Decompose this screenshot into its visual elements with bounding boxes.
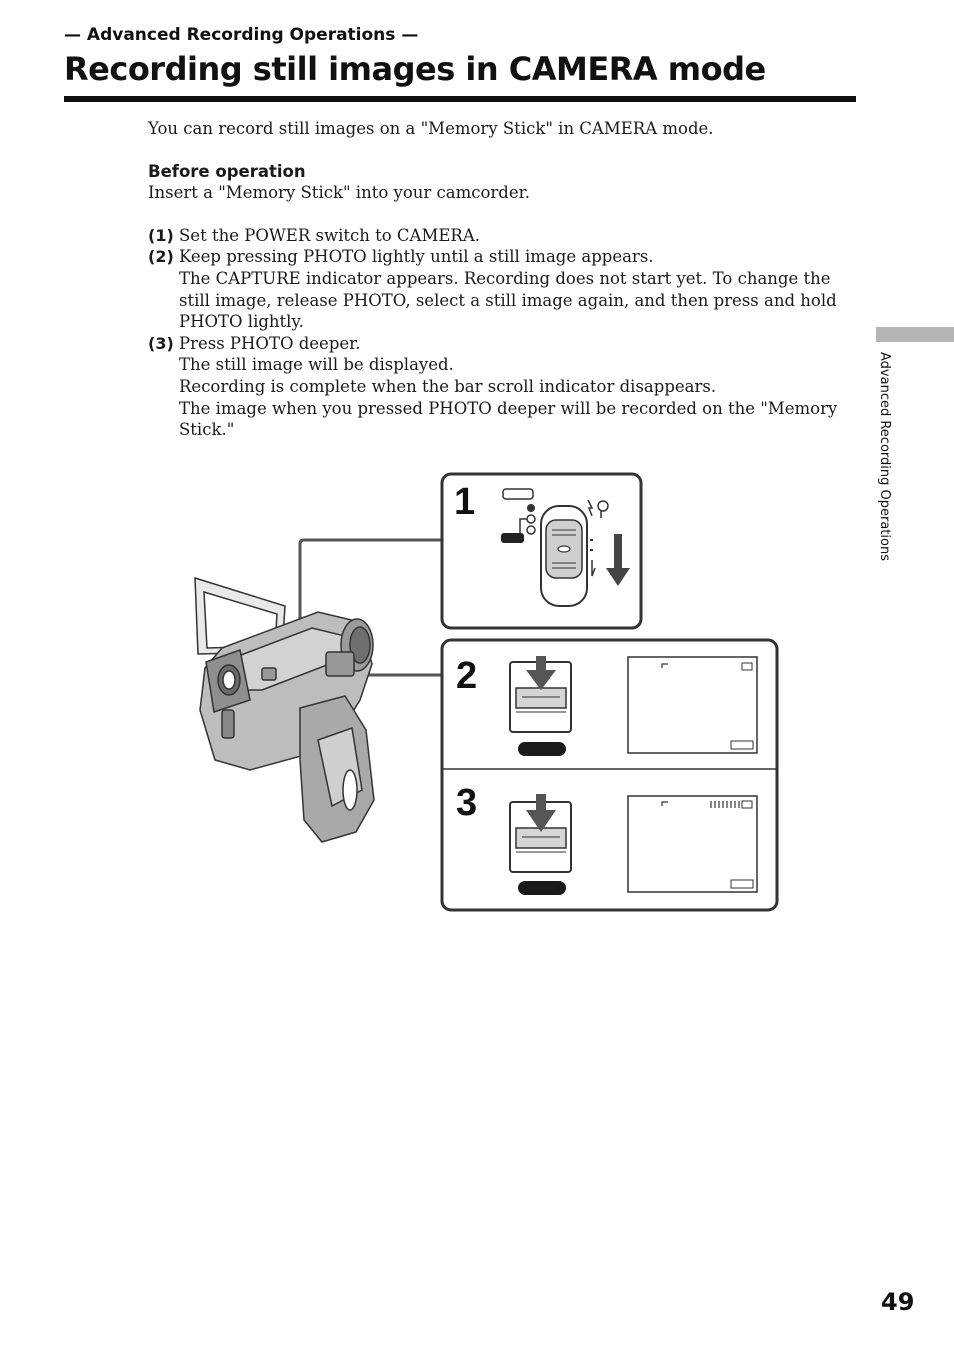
panel-1: 1 xyxy=(440,472,643,630)
side-tab-label: Advanced Recording Operations xyxy=(877,352,892,561)
panel-number-1: 1 xyxy=(454,481,475,523)
before-operation-heading: Before operation xyxy=(148,161,306,181)
panel-number-3: 3 xyxy=(456,782,477,824)
step-line: The image when you pressed PHOTO deeper … xyxy=(179,398,838,440)
page-number: 49 xyxy=(881,1288,915,1316)
step-line: Keep pressing PHOTO lightly until a stil… xyxy=(179,247,654,267)
step-line: Recording is complete when the bar scrol… xyxy=(179,376,717,396)
step-3: (3) Press PHOTO deeper. The still image … xyxy=(148,333,848,441)
step-line: Press PHOTO deeper. xyxy=(179,333,361,353)
step-line: The still image will be displayed. xyxy=(179,355,454,375)
bar-scroll-indicator xyxy=(710,801,740,808)
intro-text: You can record still images on a "Memory… xyxy=(148,119,714,138)
section-label: — Advanced Recording Operations — xyxy=(64,25,419,45)
before-operation-text: Insert a "Memory Stick" into your camcor… xyxy=(148,183,530,203)
body-text: You can record still images on a "Memory… xyxy=(148,118,848,441)
step-number: (2) xyxy=(148,247,174,267)
step-line: Set the POWER switch to CAMERA. xyxy=(179,225,480,245)
side-tab-marker xyxy=(876,327,954,342)
panel-2-3: 2 3 xyxy=(440,638,779,912)
panel-number-2: 2 xyxy=(456,655,477,697)
page-title: Recording still images in CAMERA mode xyxy=(64,50,766,88)
step-1: (1) Set the POWER switch to CAMERA. xyxy=(148,225,848,247)
step-2: (2) Keep pressing PHOTO lightly until a … xyxy=(148,246,848,332)
title-rule xyxy=(64,96,856,102)
step-number: (3) xyxy=(148,333,174,353)
camcorder-drawing xyxy=(194,576,375,843)
step-line: The CAPTURE indicator appears. Recording… xyxy=(179,268,837,332)
step-number: (1) xyxy=(148,225,174,245)
